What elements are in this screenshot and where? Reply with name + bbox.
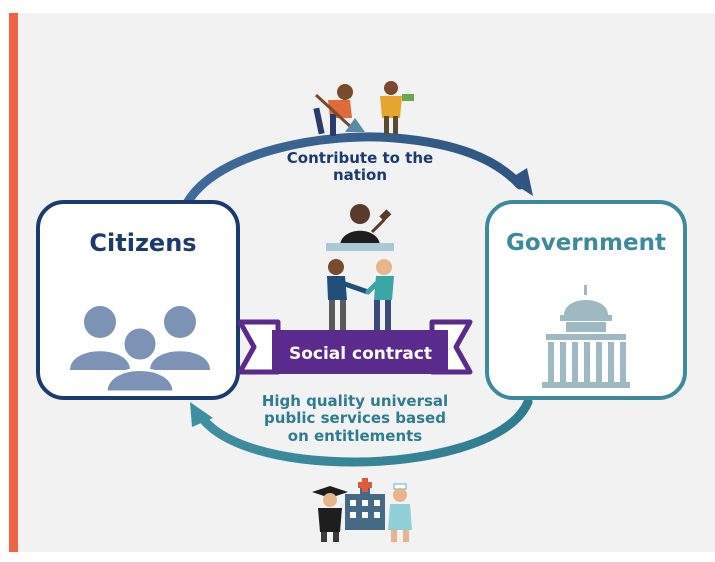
hospital-icon	[345, 478, 385, 530]
judge-gavel-icon	[326, 204, 394, 251]
services-arrow	[190, 397, 533, 467]
social-contract-label: Social contract	[288, 344, 433, 364]
citizens-box	[36, 200, 240, 400]
social-contract-ribbon	[237, 319, 473, 375]
citizens-label: Citizens	[89, 229, 197, 257]
people-group-icon	[70, 306, 210, 394]
worker-shovel-icon	[313, 84, 365, 136]
capitol-building-icon	[542, 285, 630, 388]
handshake-icon	[327, 259, 394, 332]
person-money-icon	[380, 81, 414, 134]
services-label: High quality universal public services b…	[261, 392, 449, 445]
contribute-arrow	[181, 132, 533, 210]
accent-bar	[9, 13, 18, 552]
government-label: Government	[506, 230, 666, 256]
graduate-icon	[312, 486, 348, 542]
nurse-icon	[388, 483, 412, 542]
contribute-label: Contribute to the nation	[286, 149, 434, 185]
